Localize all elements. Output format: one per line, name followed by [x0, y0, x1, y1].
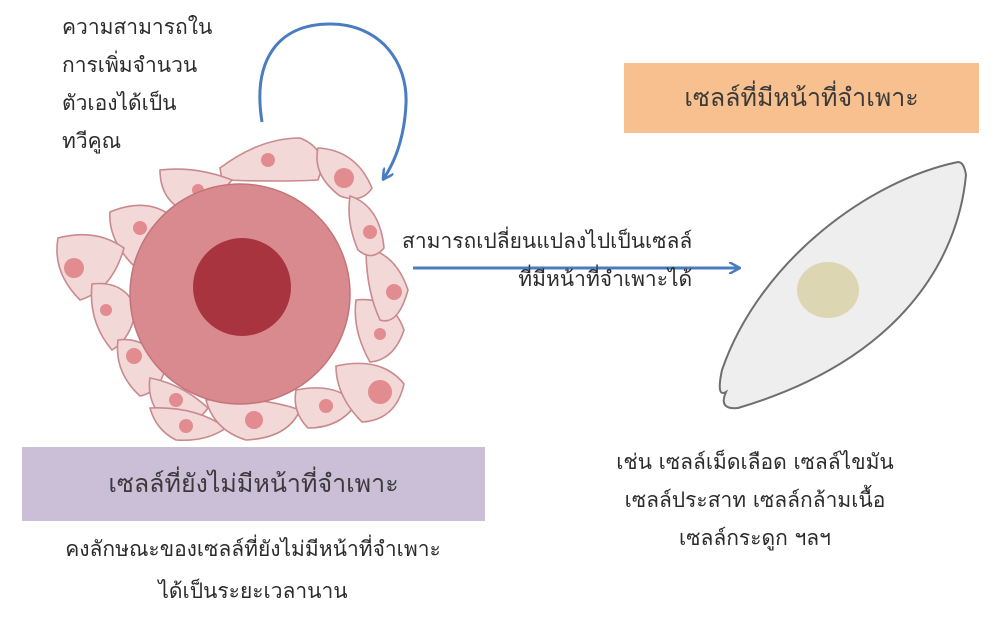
label-line: เซลล์กระดูก ฯลฯ — [580, 519, 930, 557]
niche-nucleus — [386, 284, 402, 300]
specialized-cell-box: เซลล์ที่มีหน้าที่จำเพาะ — [624, 63, 979, 133]
label-line: สามารถเปลี่ยนแปลงไปเป็นเซลล์ — [402, 222, 692, 260]
niche-nucleus — [245, 411, 263, 429]
long-term-label: คงลักษณะของเซลล์ที่ยังไม่มีหน้าที่จำเพาะ… — [12, 530, 494, 614]
label-line: การเพิ่มจำนวน — [62, 46, 212, 84]
label-line: ตัวเองได้เป็น — [62, 84, 212, 122]
niche-nucleus — [363, 225, 377, 239]
specialized-cell-title: เซลล์ที่มีหน้าที่จำเพาะ — [684, 78, 918, 118]
niche-nucleus — [133, 221, 147, 235]
stem-cell-nucleus — [193, 238, 291, 336]
self-renewal-label: ความสามารถใน การเพิ่มจำนวน ตัวเองได้เป็น… — [62, 8, 212, 160]
label-line: ความสามารถใน — [62, 8, 212, 46]
specialized-cell-nucleus — [797, 262, 859, 318]
niche-nucleus — [100, 304, 112, 316]
examples-label: เช่น เซลล์เม็ดเลือด เซลล์ไขมัน เซลล์ประส… — [580, 443, 930, 557]
niche-nucleus — [334, 168, 354, 188]
label-line: เช่น เซลล์เม็ดเลือด เซลล์ไขมัน — [580, 443, 930, 481]
niche-nucleus — [169, 393, 183, 407]
niche-nucleus — [179, 419, 193, 433]
unspecialized-cell-box: เซลล์ที่ยังไม่มีหน้าที่จำเพาะ — [22, 447, 485, 521]
differentiation-label: สามารถเปลี่ยนแปลงไปเป็นเซลล์ ที่มีหน้าที… — [402, 222, 692, 298]
niche-nucleus — [261, 153, 275, 167]
label-line: ได้เป็นระยะเวลานาน — [12, 572, 494, 614]
label-line: เซลล์ประสาท เซลล์กล้ามเนื้อ — [580, 481, 930, 519]
niche-nucleus — [368, 380, 392, 404]
niche-nucleus — [319, 399, 333, 413]
niche-nucleus — [374, 328, 386, 340]
unspecialized-cell-title: เซลล์ที่ยังไม่มีหน้าที่จำเพาะ — [108, 464, 398, 504]
label-line: ทวีคูณ — [62, 122, 212, 160]
niche-nucleus — [64, 258, 84, 278]
label-line: ที่มีหน้าที่จำเพาะได้ — [402, 260, 692, 298]
niche-cell — [349, 196, 384, 256]
niche-nucleus — [126, 348, 142, 364]
label-line: คงลักษณะของเซลล์ที่ยังไม่มีหน้าที่จำเพาะ — [12, 530, 494, 572]
